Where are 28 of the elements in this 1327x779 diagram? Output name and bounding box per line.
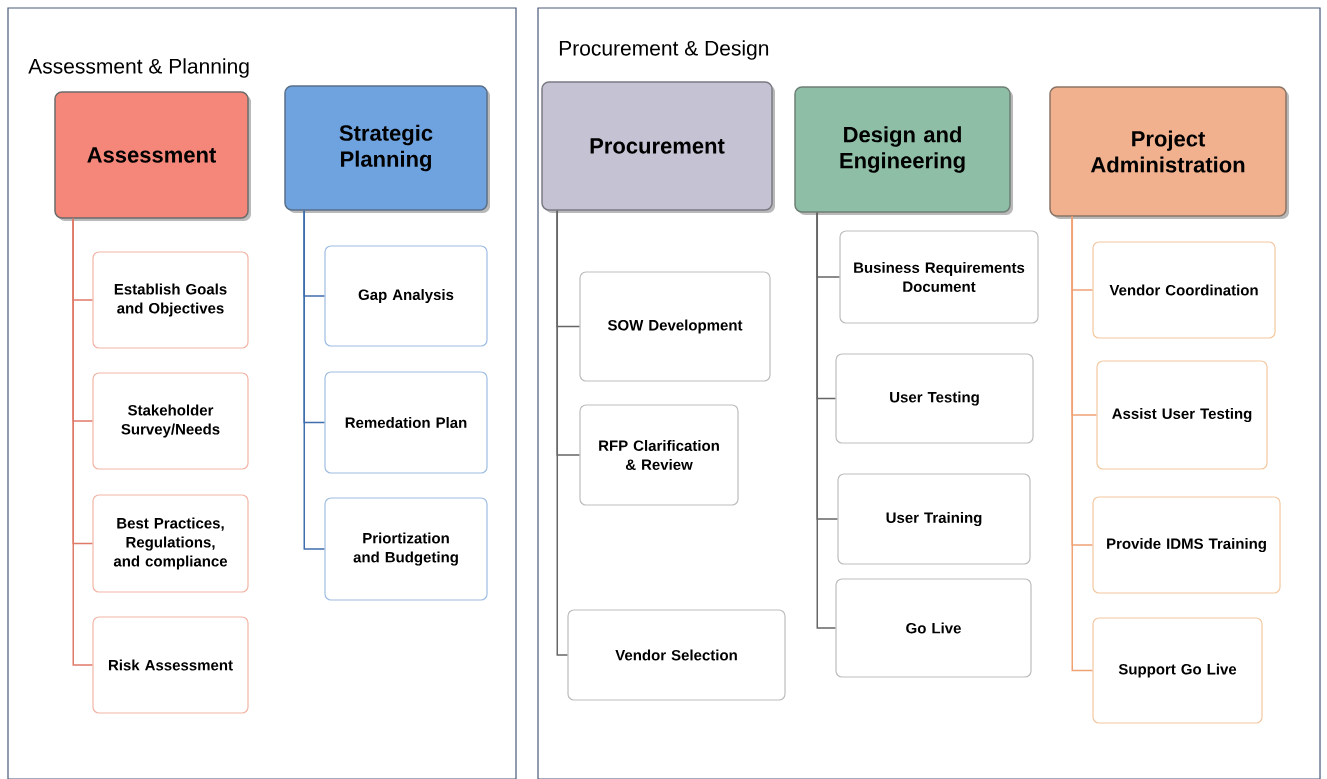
header-box: Design and Engineering — [794, 86, 1013, 215]
connector-line — [556, 210, 569, 656]
task-box: Priortization and Budgeting — [324, 497, 488, 601]
task-box: Risk Assessment — [92, 616, 249, 714]
task-box: Vendor Coordination — [1092, 241, 1276, 339]
task-box: Support Go Live — [1092, 617, 1263, 724]
header-box: Project Administration — [1049, 86, 1289, 219]
connector-line — [303, 210, 326, 550]
header-box: Procurement — [541, 81, 775, 213]
connector-line — [816, 212, 837, 629]
task-box: Business Requirements Document — [839, 230, 1039, 324]
task-box: Establish Goals and Objectives — [92, 251, 249, 349]
task-box: User Testing — [835, 353, 1034, 444]
task-box: Stakeholder Survey/Needs — [92, 372, 249, 470]
task-box: Assist User Testing — [1096, 360, 1268, 470]
task-box: Provide IDMS Training — [1092, 496, 1281, 594]
header-box: Assessment — [54, 91, 251, 221]
task-box: Remedation Plan — [324, 371, 488, 474]
task-box: Gap Analysis — [324, 245, 488, 347]
header-box: Strategic Planning — [284, 85, 490, 213]
task-box: User Training — [837, 473, 1031, 565]
task-box: Vendor Selection — [567, 609, 786, 701]
task-box: Go Live — [835, 578, 1032, 678]
connector-line — [1071, 216, 1094, 672]
task-box: Best Practices, Regulations, and compliance — [92, 494, 249, 593]
connector-line — [72, 218, 94, 666]
task-box: SOW Development — [579, 271, 771, 382]
task-box: RFP Clarification & Review — [579, 404, 739, 506]
